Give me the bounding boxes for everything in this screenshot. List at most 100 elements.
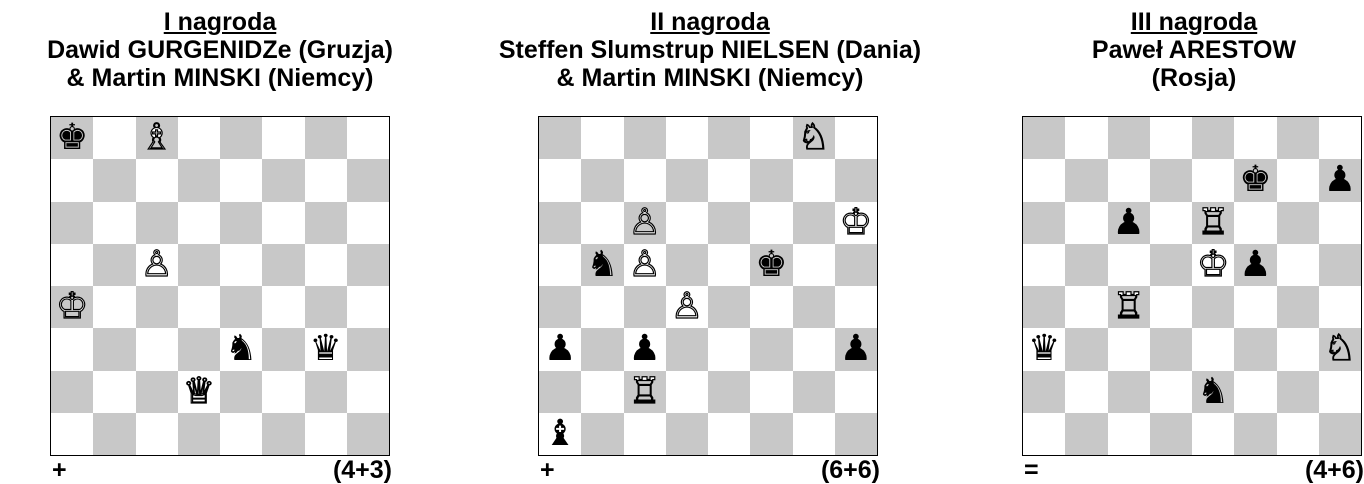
square-d5 [1150, 244, 1192, 286]
square-h4 [347, 286, 389, 328]
square-d1 [666, 413, 708, 455]
square-e5 [708, 244, 750, 286]
square-g3 [793, 328, 835, 370]
square-e4 [708, 286, 750, 328]
square-e3: ♞ [220, 328, 262, 370]
square-h8 [835, 117, 877, 159]
square-b5 [1065, 244, 1107, 286]
square-g1 [305, 413, 347, 455]
square-h5 [835, 244, 877, 286]
black-pawn-piece: ♟ [840, 331, 872, 367]
square-h7: ♟ [1319, 159, 1361, 201]
square-a4: ♔ [51, 286, 93, 328]
square-f4 [262, 286, 304, 328]
black-pawn-piece: ♟ [1112, 205, 1144, 241]
square-b4 [1065, 286, 1107, 328]
square-d3 [666, 328, 708, 370]
square-f4 [750, 286, 792, 328]
square-h5 [347, 244, 389, 286]
stipulation: + [52, 456, 67, 484]
square-d1 [1150, 413, 1192, 455]
square-d3 [1150, 328, 1192, 370]
square-g7 [305, 159, 347, 201]
square-f1 [262, 413, 304, 455]
square-g3 [1277, 328, 1319, 370]
square-a6 [51, 202, 93, 244]
authors-line-1: Paweł ARESTOW [964, 36, 1364, 64]
square-b6 [581, 202, 623, 244]
black-bishop-piece: ♝ [544, 416, 576, 452]
square-d8 [178, 117, 220, 159]
square-f1 [1234, 413, 1276, 455]
square-c4: ♖ [1108, 286, 1150, 328]
square-f5 [262, 244, 304, 286]
square-b8 [93, 117, 135, 159]
white-king-piece: ♔ [56, 289, 88, 325]
square-c4 [624, 286, 666, 328]
square-e6: ♖ [1192, 202, 1234, 244]
square-b4 [581, 286, 623, 328]
square-a6 [539, 202, 581, 244]
square-e5 [220, 244, 262, 286]
square-h5 [1319, 244, 1361, 286]
square-c8 [624, 117, 666, 159]
square-e1 [220, 413, 262, 455]
square-h6 [1319, 202, 1361, 244]
square-d8 [1150, 117, 1192, 159]
square-c6 [136, 202, 178, 244]
square-g8 [1277, 117, 1319, 159]
square-f6 [1234, 202, 1276, 244]
square-g4 [305, 286, 347, 328]
square-g5 [305, 244, 347, 286]
square-a8 [1023, 117, 1065, 159]
square-c1 [136, 413, 178, 455]
square-d6 [178, 202, 220, 244]
square-e2: ♞ [1192, 371, 1234, 413]
square-h7 [347, 159, 389, 201]
square-d2 [666, 371, 708, 413]
white-pawn-piece: ♙ [140, 247, 172, 283]
square-b2 [1065, 371, 1107, 413]
square-f1 [750, 413, 792, 455]
square-b3 [1065, 328, 1107, 370]
square-g5 [793, 244, 835, 286]
square-d4 [1150, 286, 1192, 328]
square-b7 [93, 159, 135, 201]
square-f2 [750, 371, 792, 413]
square-b1 [93, 413, 135, 455]
square-g2 [1277, 371, 1319, 413]
square-a2 [1023, 371, 1065, 413]
square-e7 [1192, 159, 1234, 201]
black-pawn-piece: ♟ [628, 331, 660, 367]
white-knight-piece: ♘ [797, 120, 829, 156]
square-b8 [581, 117, 623, 159]
square-f5: ♚ [750, 244, 792, 286]
square-f8 [750, 117, 792, 159]
black-king-piece: ♚ [1239, 162, 1271, 198]
square-h6: ♔ [835, 202, 877, 244]
square-d4 [178, 286, 220, 328]
square-f8 [1234, 117, 1276, 159]
stipulation: + [540, 456, 555, 484]
square-h2 [347, 371, 389, 413]
square-g6 [793, 202, 835, 244]
square-c3: ♟ [624, 328, 666, 370]
problem-2-heading: II nagroda Steffen Slumstrup NIELSEN (Da… [480, 8, 940, 92]
square-g8: ♘ [793, 117, 835, 159]
black-knight-piece: ♞ [225, 331, 257, 367]
square-a5 [539, 244, 581, 286]
black-pawn-piece: ♟ [1324, 162, 1356, 198]
square-c2 [1108, 371, 1150, 413]
white-rook-piece: ♖ [628, 374, 660, 410]
black-pawn-piece: ♟ [544, 331, 576, 367]
square-c6: ♟ [1108, 202, 1150, 244]
white-queen-piece: ♕ [183, 374, 215, 410]
square-a4 [539, 286, 581, 328]
square-a5 [1023, 244, 1065, 286]
square-b5 [93, 244, 135, 286]
square-d8 [666, 117, 708, 159]
square-e8 [708, 117, 750, 159]
square-a7 [539, 159, 581, 201]
square-e6 [220, 202, 262, 244]
black-knight-piece: ♞ [586, 247, 618, 283]
